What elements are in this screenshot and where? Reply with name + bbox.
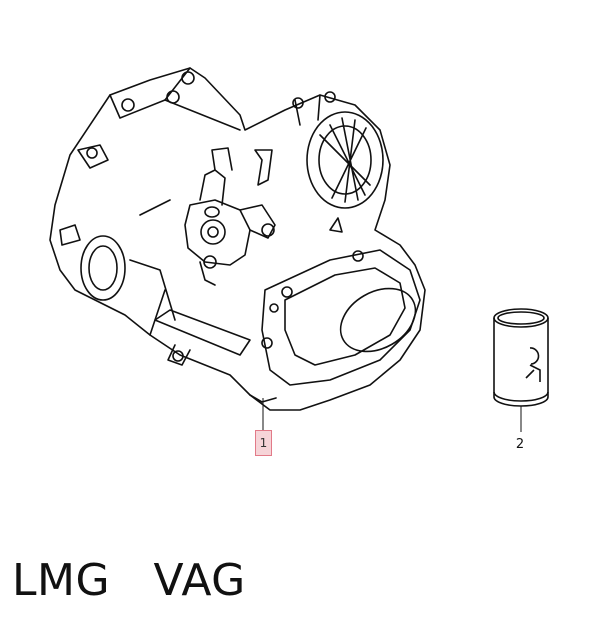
caption-text: LMG VAG: [12, 555, 246, 606]
oil-can-drawing: [493, 308, 549, 407]
gearbox-drawing: [49, 67, 426, 411]
callout-part-1[interactable]: 1: [255, 430, 272, 456]
callout-part-2[interactable]: 2: [515, 437, 525, 452]
